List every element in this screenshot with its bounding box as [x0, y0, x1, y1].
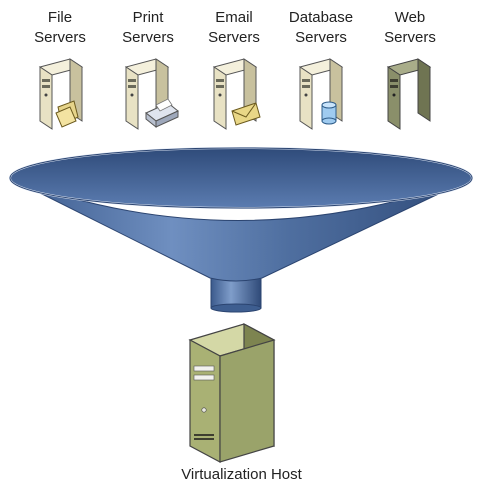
email-server-icon — [212, 58, 261, 130]
funnel-graphic — [9, 147, 473, 313]
file-server-icon — [38, 58, 84, 130]
label-email-servers: Email Servers — [208, 9, 260, 46]
web-server-icon — [386, 58, 432, 130]
label-file-servers: File Servers — [34, 9, 86, 46]
envelope-icon — [231, 102, 261, 126]
database-server-icon — [298, 58, 344, 130]
label-database-servers: Database Servers — [288, 9, 354, 46]
virtualization-host-icon — [188, 323, 276, 463]
print-server-icon — [124, 58, 179, 130]
printer-icon — [145, 98, 179, 129]
virtualization-host-label: Virtualization Host — [181, 466, 302, 483]
database-icon — [321, 101, 337, 125]
label-web-servers: Web Servers — [384, 9, 436, 46]
folder-icon — [55, 100, 79, 128]
label-print-servers: Print Servers — [122, 9, 174, 46]
